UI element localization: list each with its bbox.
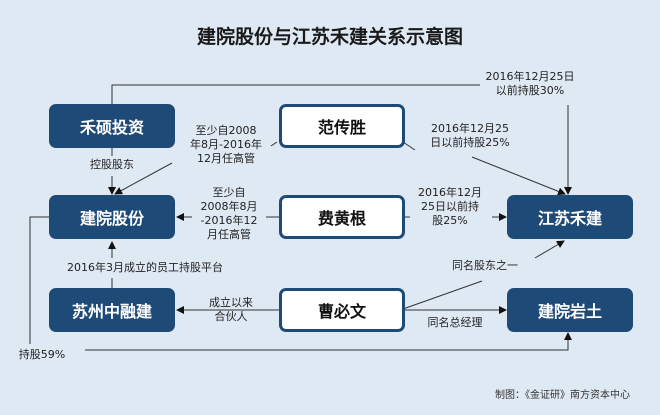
edge-label: 成立以来 合伙人 — [209, 296, 253, 323]
node-fei-huanggen: 费黄根 — [279, 195, 405, 239]
edge-label: 2016年3月成立的员工持股平台 — [67, 261, 223, 274]
arrow-fan-jiangsu — [471, 156, 566, 196]
line-heshuo-jiangsu — [111, 84, 480, 104]
node-jianyuan-shares: 建院股份 — [49, 195, 175, 239]
node-jiangsu-hejian: 江苏禾建 — [507, 195, 633, 239]
edge-label: 2016年12月25 日以前持股25% — [430, 122, 510, 149]
node-heshuo-investment: 禾硕投资 — [49, 104, 175, 148]
edge-label: 同名股东之一 — [452, 259, 518, 272]
edge-label: 控股股东 — [90, 158, 134, 171]
edge-label: 至少自2008 年8月-2016年 12月任高管 — [190, 124, 262, 165]
node-cao-biwen: 曹必文 — [279, 288, 405, 332]
edge-label: 至少自 2008年8月 -2016年12 月任高管 — [200, 186, 258, 241]
credit-text: 制图：《金证研》南方资本中心 — [495, 390, 630, 401]
edge-label: 持股59% — [18, 348, 66, 361]
edge-label: 同名总经理 — [427, 316, 483, 329]
node-fan-chuansheng: 范传胜 — [279, 104, 405, 148]
arrow-cao-jiangsu — [534, 240, 565, 259]
diagram-title: 建院股份与江苏禾建关系示意图 — [196, 26, 463, 48]
arrow-fan-jianyuan — [114, 162, 173, 195]
node-suzhou-zhongrongjian: 苏州中融建 — [49, 288, 175, 332]
arrow-jianyuan-yantu — [85, 332, 572, 351]
node-jianyuan-yantu: 建院岩土 — [507, 288, 633, 332]
edge-label: 2016年12月 25日以前持 股25% — [418, 186, 482, 227]
edge-label: 2016年12月25日 以前持股30% — [485, 70, 575, 97]
